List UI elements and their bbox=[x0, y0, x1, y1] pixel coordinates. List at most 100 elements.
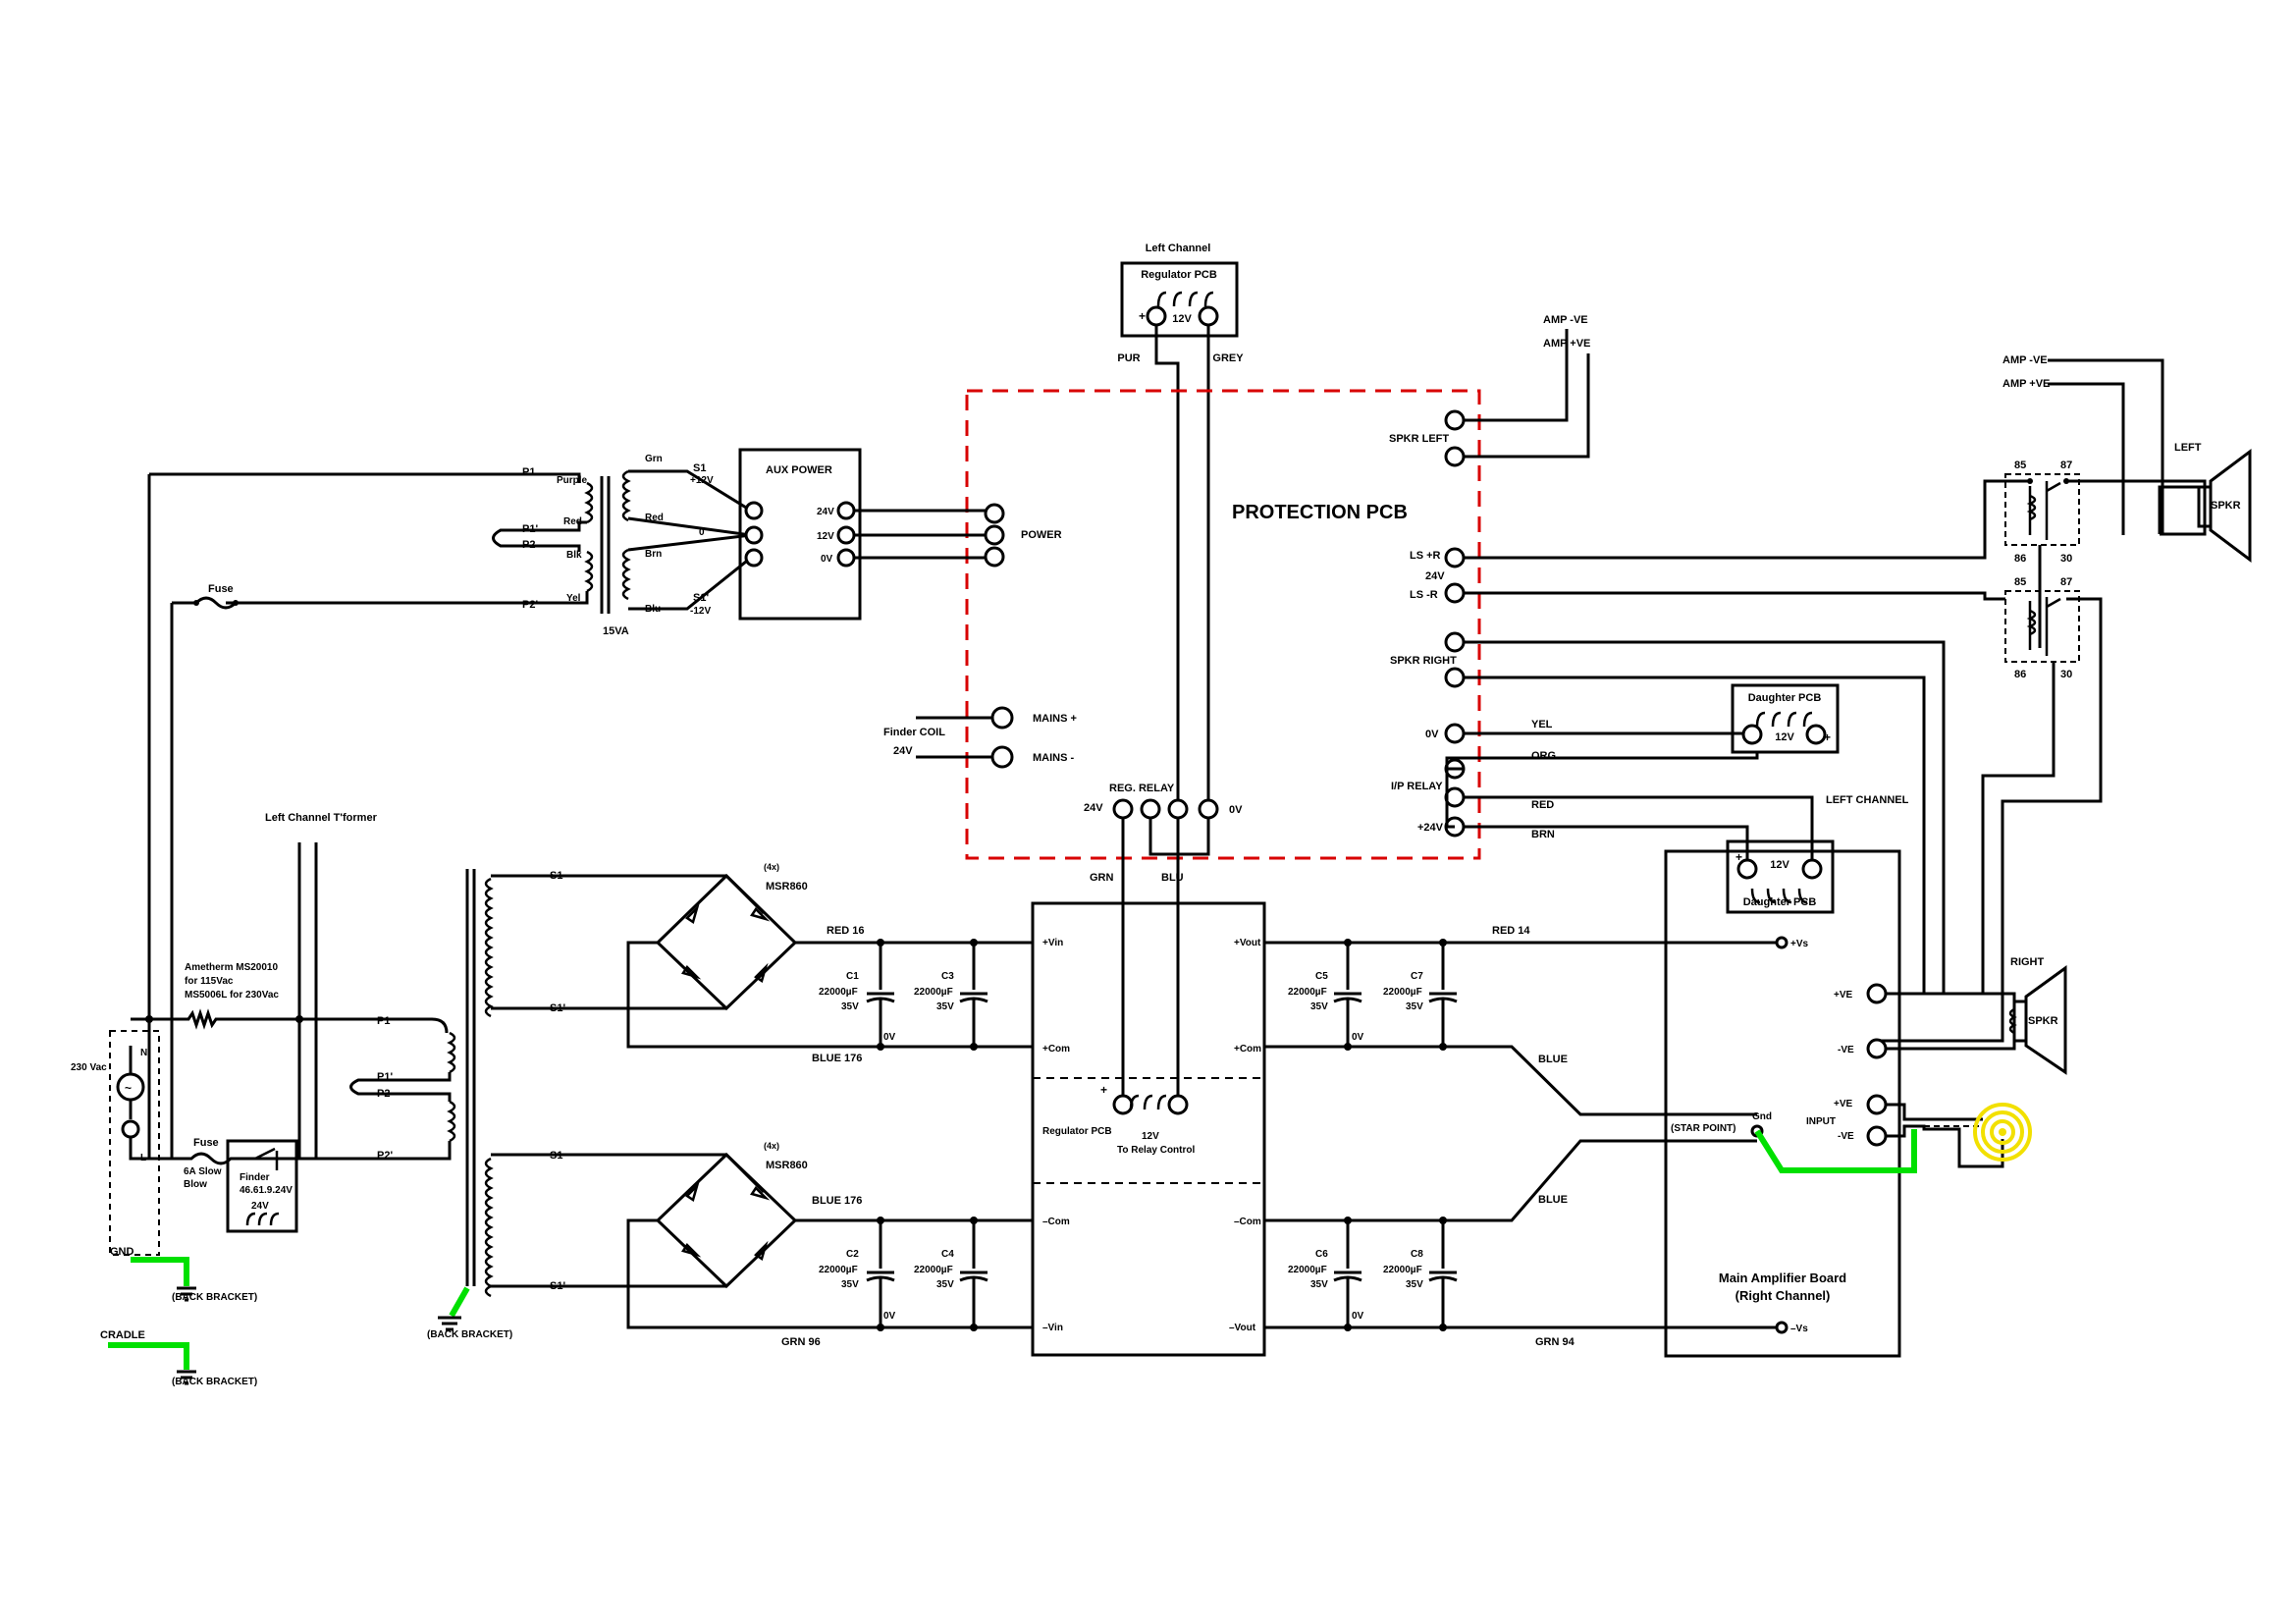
right-spkr-text: SPKR bbox=[2028, 1015, 2058, 1027]
relay1-30: 30 bbox=[2060, 553, 2072, 565]
left-channel-label: Left Channel bbox=[1146, 243, 1211, 254]
grey-label: GREY bbox=[1212, 352, 1244, 364]
c5-voltage: 35V bbox=[1310, 1001, 1328, 1012]
p2b-main: P2' bbox=[377, 1150, 393, 1162]
finder-24v: 24V bbox=[251, 1201, 269, 1212]
reg-terminal-neg[interactable] bbox=[1198, 305, 1219, 327]
input-jack bbox=[1973, 1103, 2032, 1162]
c3-voltage: 35V bbox=[936, 1001, 954, 1012]
n-label: N bbox=[140, 1048, 147, 1058]
vin-pos: +Vin bbox=[1042, 938, 1063, 948]
msr860-top: MSR860 bbox=[766, 881, 808, 893]
c6-label: C6 bbox=[1315, 1249, 1328, 1260]
outcap-bottom-0v: 0V bbox=[1352, 1311, 1364, 1322]
main-amp-title-1: Main Amplifier Board bbox=[1719, 1271, 1846, 1285]
ip-relay-label: I/P RELAY bbox=[1391, 781, 1443, 792]
blue176-bottom-label: BLUE 176 bbox=[812, 1195, 862, 1207]
blk-label: Blk bbox=[566, 550, 582, 561]
amp-ve-left: AMP -VE AMP +VE bbox=[1464, 314, 1590, 459]
amp-ve-neg-1: AMP -VE bbox=[1543, 314, 1588, 326]
relay2-86: 86 bbox=[2014, 669, 2026, 680]
relay2-85: 85 bbox=[2014, 576, 2026, 588]
aux-zero: 0 bbox=[699, 527, 705, 538]
com-pos: +Com bbox=[1042, 1044, 1070, 1055]
reg-relay-24v: 24V bbox=[1084, 802, 1103, 814]
aux-24v: 24V bbox=[817, 507, 834, 517]
c3-label: C3 bbox=[941, 971, 954, 982]
c1-label: C1 bbox=[846, 971, 859, 982]
protection-pcb-title: PROTECTION PCB bbox=[1232, 502, 1408, 523]
vs-neg-label: –Vs bbox=[1790, 1324, 1808, 1334]
c4-voltage: 35V bbox=[936, 1279, 954, 1290]
left-spkr-text: SPKR bbox=[2211, 500, 2241, 512]
finder-24v-label: 24V bbox=[893, 745, 913, 757]
ametherm-1: Ametherm MS20010 bbox=[185, 962, 278, 973]
c8-value: 22000µF bbox=[1383, 1265, 1422, 1275]
regulator-board: +Vin +Com –Com –Vin +Vout +Com –Com –Vou… bbox=[1031, 818, 1266, 1357]
yel-label: YEL bbox=[1531, 719, 1553, 730]
purple-label: Purple bbox=[557, 475, 588, 486]
red-label: RED bbox=[1531, 799, 1554, 811]
left-tformer-label: Left Channel T'former bbox=[265, 812, 378, 824]
org-label: ORG bbox=[1531, 750, 1556, 762]
red14-label: RED 14 bbox=[1492, 925, 1530, 937]
reg-relay-0v: 0V bbox=[1229, 804, 1243, 816]
blu-reg-label: BLU bbox=[1161, 872, 1184, 884]
aux-0v: 0V bbox=[821, 554, 833, 565]
va15-label: 15VA bbox=[603, 625, 629, 637]
fuse-6a-1: 6A Slow bbox=[184, 1166, 222, 1177]
c1-value: 22000µF bbox=[819, 987, 858, 998]
c2-value: 22000µF bbox=[819, 1265, 858, 1275]
cradle-label: CRADLE bbox=[100, 1329, 145, 1341]
c7-value: 22000µF bbox=[1383, 987, 1422, 998]
grn94-label: GRN 94 bbox=[1535, 1336, 1575, 1348]
power-label: POWER bbox=[1021, 529, 1062, 541]
reg-pcb-lower: Regulator PCB bbox=[1042, 1126, 1112, 1137]
x4-bottom: (4x) bbox=[764, 1141, 779, 1151]
c8-label: C8 bbox=[1411, 1249, 1423, 1260]
red-sec-label: Red bbox=[645, 513, 664, 523]
finder-2: 46.61.9.24V bbox=[240, 1185, 293, 1196]
spkr-right-label: SPKR RIGHT bbox=[1390, 655, 1457, 667]
blue-top-label: BLUE bbox=[1538, 1054, 1568, 1065]
mains-input: Fuse Left Channel T'former Ametherm MS20… bbox=[71, 474, 432, 1387]
back-bracket-3: (BACK BRACKET) bbox=[427, 1329, 512, 1340]
grn96-label: GRN 96 bbox=[781, 1336, 821, 1348]
ls-pos-r-label: LS +R bbox=[1410, 550, 1441, 562]
spkr-left-label: SPKR LEFT bbox=[1389, 433, 1449, 445]
relay2-87: 87 bbox=[2060, 576, 2072, 588]
daughter-pcb-bottom-label: Daughter PCB bbox=[1743, 896, 1817, 908]
fuse-6a-2: Blow bbox=[184, 1179, 207, 1190]
p2b-top: P2' bbox=[522, 599, 538, 611]
left-regulator-pcb: Left Channel Regulator PCB 12V + PUR GRE… bbox=[1117, 243, 1244, 813]
reg-relay-label: REG. RELAY bbox=[1109, 783, 1175, 794]
ls-24v-label: 24V bbox=[1425, 570, 1445, 582]
reg-12v-label: 12V bbox=[1172, 313, 1192, 325]
main-amp-title-2: (Right Channel) bbox=[1735, 1288, 1831, 1303]
vout-neg: –Vout bbox=[1229, 1323, 1256, 1333]
brn-sec-label: Brn bbox=[645, 549, 662, 560]
daughter-top-12v: 12V bbox=[1775, 731, 1794, 743]
p1-main: P1 bbox=[377, 1015, 390, 1027]
red-wire-label: Red bbox=[563, 516, 582, 527]
relay1-87: 87 bbox=[2060, 460, 2072, 471]
regulator-pcb-label: Regulator PCB bbox=[1141, 269, 1217, 281]
c6-value: 22000µF bbox=[1288, 1265, 1327, 1275]
daughter-top-plus: + bbox=[1824, 730, 1831, 744]
fuse-bottom-label: Fuse bbox=[193, 1137, 219, 1149]
speaker-relays: AMP -VE AMP +VE 85 87 86 30 85 87 86 30 … bbox=[1464, 354, 2252, 1075]
relay1-86: 86 bbox=[2014, 553, 2026, 565]
protection-pcb: PROTECTION PCB POWER MAINS + MAINS - Fin… bbox=[883, 389, 1481, 860]
ametherm-3: MS5006L for 230Vac bbox=[185, 990, 279, 1001]
input-label: INPUT bbox=[1806, 1116, 1836, 1127]
left-speaker-label: LEFT bbox=[2174, 442, 2202, 454]
bridge-bottom: (4x) MSR860 BLUE 176 GRN 96 bbox=[626, 1141, 1033, 1348]
reg-terminal-pos[interactable] bbox=[1146, 305, 1167, 327]
pos24v-label: +24V bbox=[1417, 822, 1444, 834]
aux-minus12: -12V bbox=[690, 606, 711, 617]
c5-value: 22000µF bbox=[1288, 987, 1327, 998]
c2-label: C2 bbox=[846, 1249, 859, 1260]
c8-voltage: 35V bbox=[1406, 1279, 1423, 1290]
ip-0v-label: 0V bbox=[1425, 729, 1439, 740]
